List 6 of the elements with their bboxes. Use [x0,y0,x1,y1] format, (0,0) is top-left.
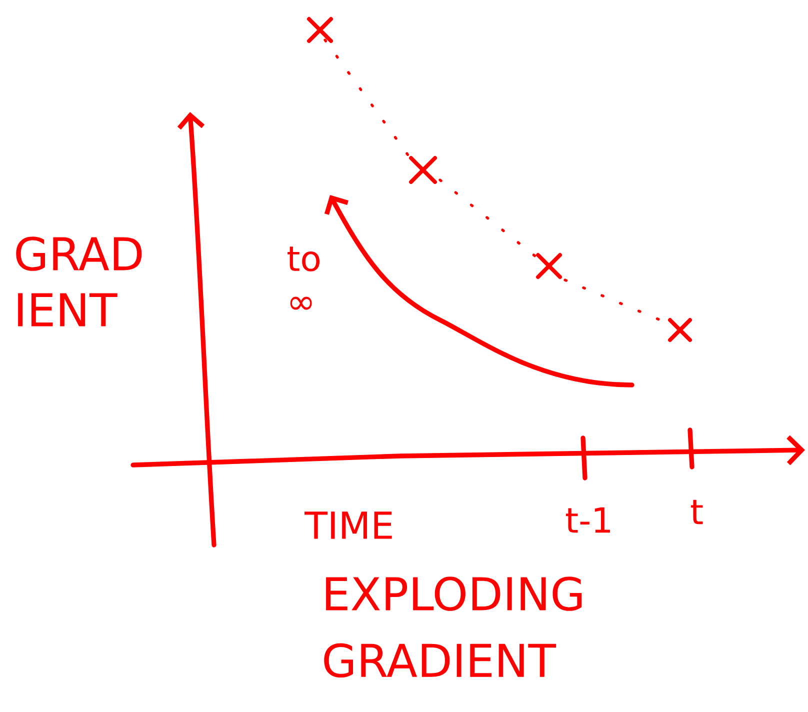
axis-label: TIME [304,512,392,539]
caption: EXPLODING GRADIENT [324,576,582,678]
tick-label: t [690,500,703,524]
curve-label: to ∞ [288,246,320,310]
axis-label: GRAD IENT [16,236,142,326]
tick-label: t-1 [566,507,610,533]
